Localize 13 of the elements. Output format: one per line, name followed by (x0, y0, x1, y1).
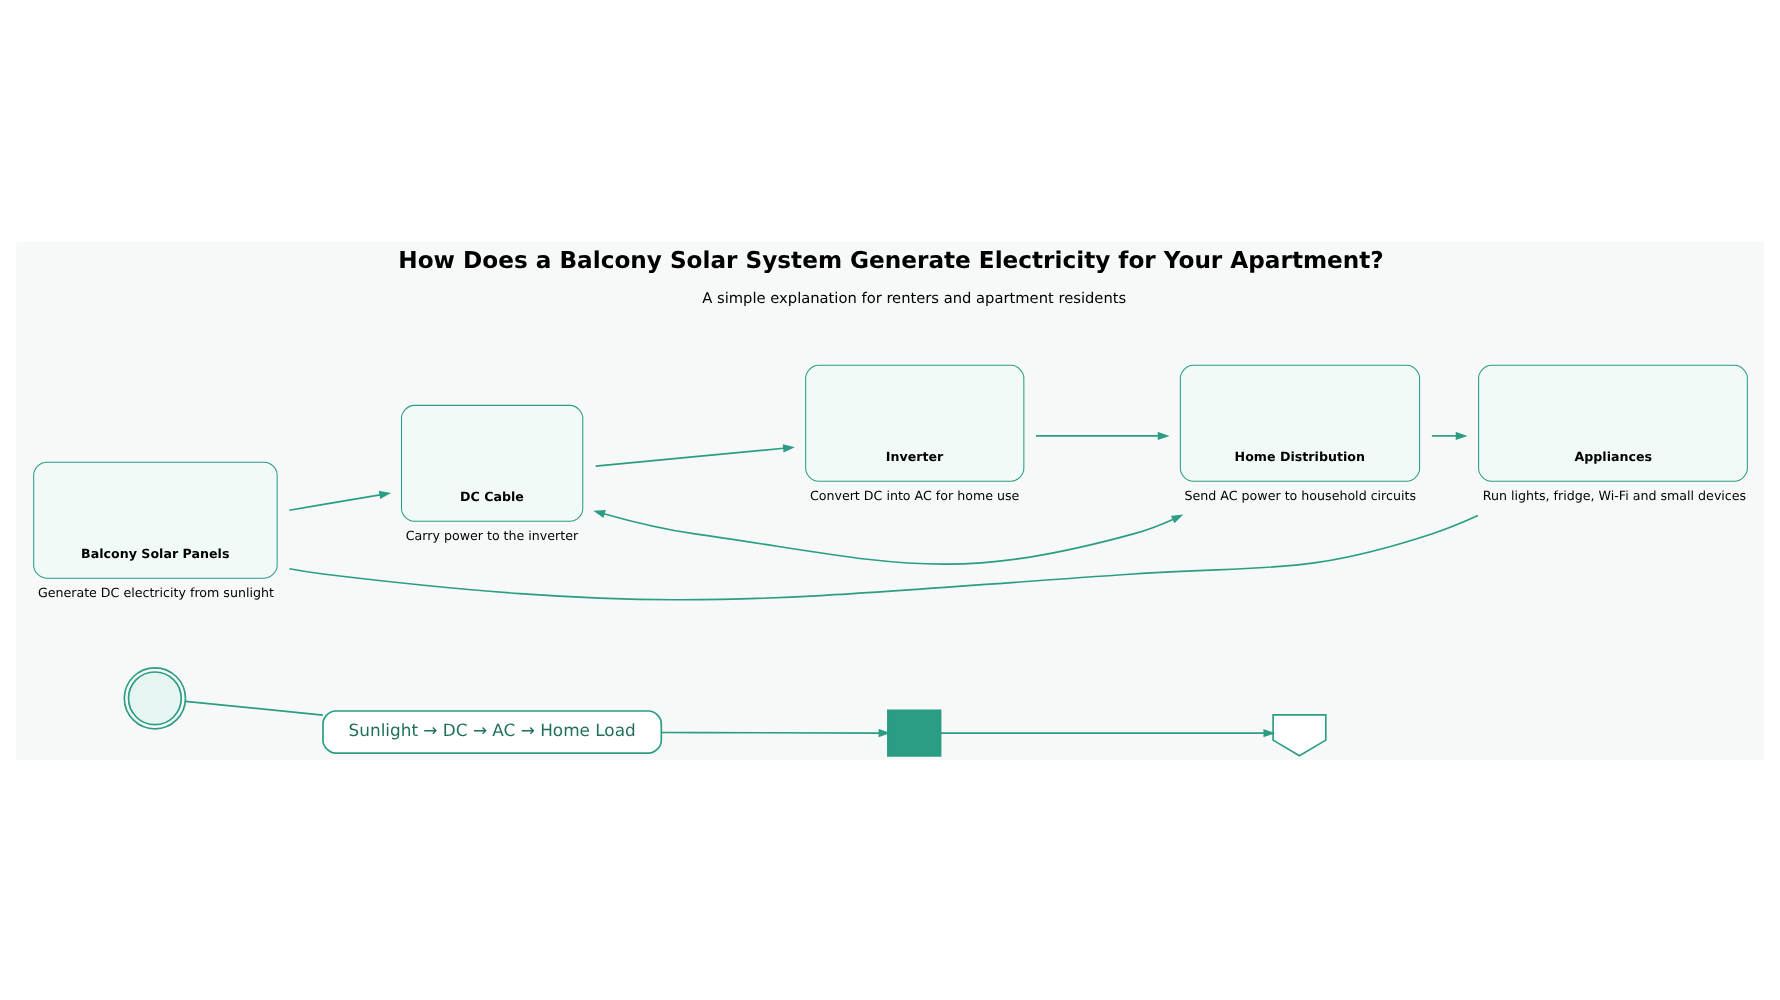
arrow (660, 727, 891, 737)
connector (184, 699, 324, 715)
arrow (288, 489, 392, 511)
arrow (1431, 430, 1468, 440)
node-router (1272, 712, 1327, 756)
arrow (1035, 430, 1170, 440)
connector (288, 513, 1479, 600)
arrow (939, 727, 1276, 737)
node-box: Sunlight → DC → AC → Home Load (322, 709, 663, 753)
arrow (593, 509, 1184, 564)
diagram-title: How Does a Balcony Solar System Generate Electricity for Your Apartment? (398, 244, 1384, 273)
arrow (594, 443, 795, 467)
node-box (887, 708, 942, 756)
